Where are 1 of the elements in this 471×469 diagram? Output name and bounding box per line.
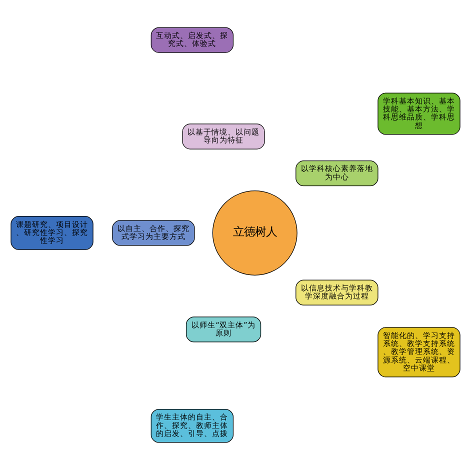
- node-circle: 立德树人: [212, 190, 298, 275]
